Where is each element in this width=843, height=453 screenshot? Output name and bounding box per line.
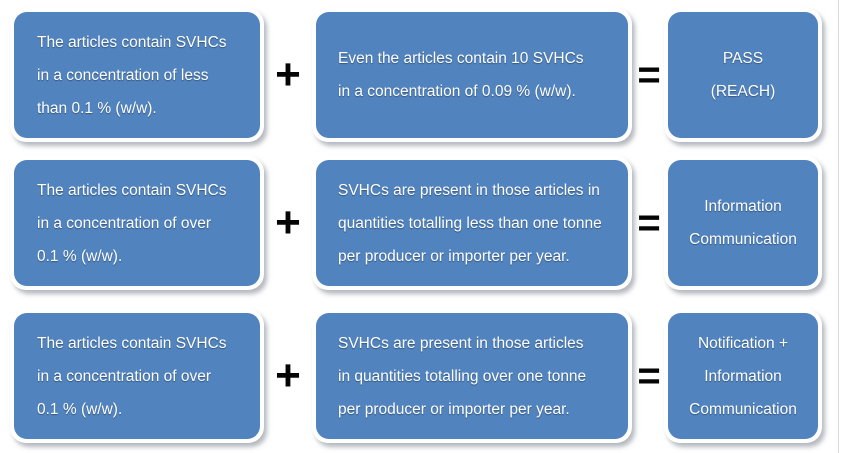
condition-box-row2-quantity-text: SVHCs are present in those articles in q… bbox=[316, 160, 628, 286]
result-box-row2-text: Information Communication bbox=[668, 160, 818, 286]
result-box-row1-line-1: PASS bbox=[722, 50, 764, 67]
condition-box-row3-line-2: in a concentration of over bbox=[37, 367, 212, 385]
equals-operator-row2-icon: = bbox=[637, 201, 661, 245]
condition-box-row1-line-2: in a concentration of less bbox=[37, 66, 209, 84]
condition-box-row1-quantity[interactable]: Even the articles contain 10 SVHCs in a … bbox=[312, 8, 632, 142]
diagram-row-2: The articles contain SVHCs in a concentr… bbox=[0, 150, 843, 293]
condition-box-row1-text: The articles contain SVHCs in a concentr… bbox=[14, 12, 260, 138]
condition-box-row2-concentration[interactable]: The articles contain SVHCs in a concentr… bbox=[10, 156, 264, 290]
condition-box-row3-quantity-line-2: in quantities totalling over one tonne bbox=[338, 367, 587, 385]
condition-box-row1-quantity-line-1: Even the articles contain 10 SVHCs bbox=[338, 50, 584, 67]
result-box-row2[interactable]: Information Communication bbox=[664, 156, 822, 290]
result-box-row3-text: Notification + Information Communication bbox=[668, 313, 818, 439]
result-box-row1-text: PASS (REACH) bbox=[668, 12, 818, 138]
condition-box-row3-concentration[interactable]: The articles contain SVHCs in a concentr… bbox=[10, 309, 264, 443]
result-box-row3-line-2: Information bbox=[704, 367, 782, 385]
plus-operator-row2-icon: + bbox=[275, 198, 301, 247]
result-box-row1[interactable]: PASS (REACH) bbox=[664, 8, 822, 142]
condition-box-row2-quantity-line-1: SVHCs are present in those articles in bbox=[338, 181, 600, 199]
condition-box-row2-line-3: 0.1 % (w/w). bbox=[37, 247, 123, 265]
condition-box-row2-quantity-line-2: quantities totalling less than one tonne bbox=[338, 214, 602, 232]
condition-box-row3-line-1: The articles contain SVHCs bbox=[37, 334, 227, 352]
diagram-row-3: The articles contain SVHCs in a concentr… bbox=[0, 303, 843, 446]
result-box-row2-line-2: Communication bbox=[689, 231, 797, 248]
equals-operator-row1-icon: = bbox=[637, 53, 661, 97]
result-box-row1-line-2: (REACH) bbox=[710, 83, 776, 100]
result-box-row3-line-3: Communication bbox=[689, 400, 797, 418]
result-box-row3[interactable]: Notification + Information Communication bbox=[664, 309, 822, 443]
condition-box-row1-quantity-line-2: in a concentration of 0.09 % (w/w). bbox=[338, 83, 576, 100]
condition-box-row2-line-1: The articles contain SVHCs bbox=[37, 181, 227, 199]
condition-box-row3-quantity-line-3: per producer or importer per year. bbox=[338, 400, 570, 418]
plus-operator-row3-icon: + bbox=[275, 351, 301, 400]
condition-box-row3-quantity[interactable]: SVHCs are present in those articles in q… bbox=[312, 309, 632, 443]
condition-box-row3-quantity-text: SVHCs are present in those articles in q… bbox=[316, 313, 628, 439]
condition-box-row2-quantity-line-3: per producer or importer per year. bbox=[338, 247, 570, 265]
right-edge-divider bbox=[838, 0, 839, 453]
plus-operator-row1-icon: + bbox=[275, 50, 301, 99]
condition-box-row2-quantity[interactable]: SVHCs are present in those articles in q… bbox=[312, 156, 632, 290]
condition-box-row2-line-2: in a concentration of over bbox=[37, 214, 212, 232]
condition-box-row3-quantity-line-1: SVHCs are present in those articles bbox=[338, 334, 584, 352]
condition-box-row3-line-3: 0.1 % (w/w). bbox=[37, 400, 123, 418]
condition-box-row2-text: The articles contain SVHCs in a concentr… bbox=[14, 160, 260, 286]
result-box-row3-line-1: Notification + bbox=[697, 334, 789, 352]
condition-box-row1-line-1: The articles contain SVHCs bbox=[37, 33, 227, 51]
condition-box-row1-concentration[interactable]: The articles contain SVHCs in a concentr… bbox=[10, 8, 264, 142]
condition-box-row1-line-3: than 0.1 % (w/w). bbox=[37, 99, 157, 117]
condition-box-row1-quantity-text: Even the articles contain 10 SVHCs in a … bbox=[316, 12, 628, 138]
diagram-row-1: The articles contain SVHCs in a concentr… bbox=[0, 2, 843, 145]
result-box-row2-line-1: Information bbox=[704, 198, 782, 215]
equals-operator-row3-icon: = bbox=[637, 354, 661, 398]
condition-box-row3-text: The articles contain SVHCs in a concentr… bbox=[14, 313, 260, 439]
